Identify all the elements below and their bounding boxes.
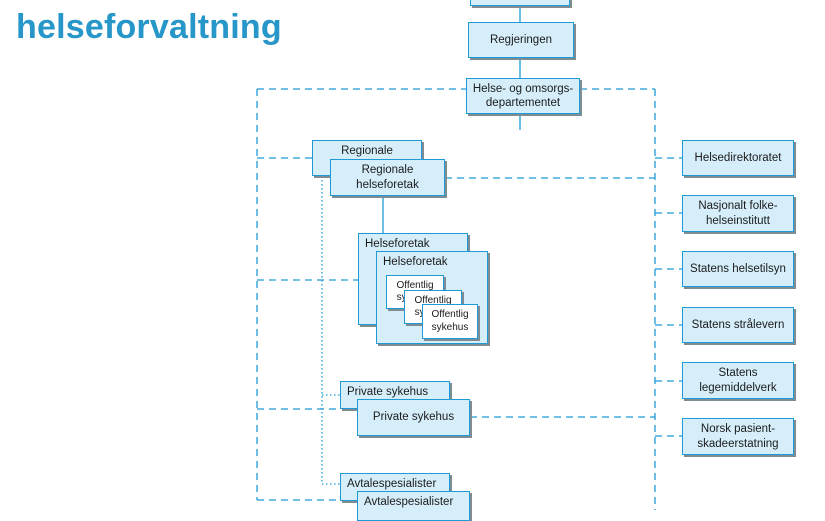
box-helsedirektoratet: Helsedirektoratet: [682, 140, 794, 176]
box-stralevern: Statens strålevern: [682, 307, 794, 343]
box-regjeringen: Regjeringen: [468, 22, 574, 58]
connector-lines: [256, 6, 682, 510]
box-regional-front: Regionale helseforetak: [330, 159, 445, 196]
box-specialists-front: Avtalespesialister: [357, 491, 470, 521]
page-title: helseforvaltning: [16, 8, 282, 46]
top-cut-box: [470, 0, 570, 6]
box-helsetilsyn: Statens helsetilsyn: [682, 251, 794, 287]
box-ministry: Helse- og omsorgs- departementet: [466, 78, 580, 114]
box-private-front: Private sykehus: [357, 399, 470, 436]
box-folkehelseinstitutt: Nasjonalt folke- helseinstitutt: [682, 195, 794, 232]
box-hospital-3: Offentlig sykehus: [422, 304, 478, 339]
box-pasientskadeerstatning: Norsk pasient- skadeerstatning: [682, 418, 794, 455]
box-legemiddelverk: Statens legemiddelverk: [682, 362, 794, 399]
